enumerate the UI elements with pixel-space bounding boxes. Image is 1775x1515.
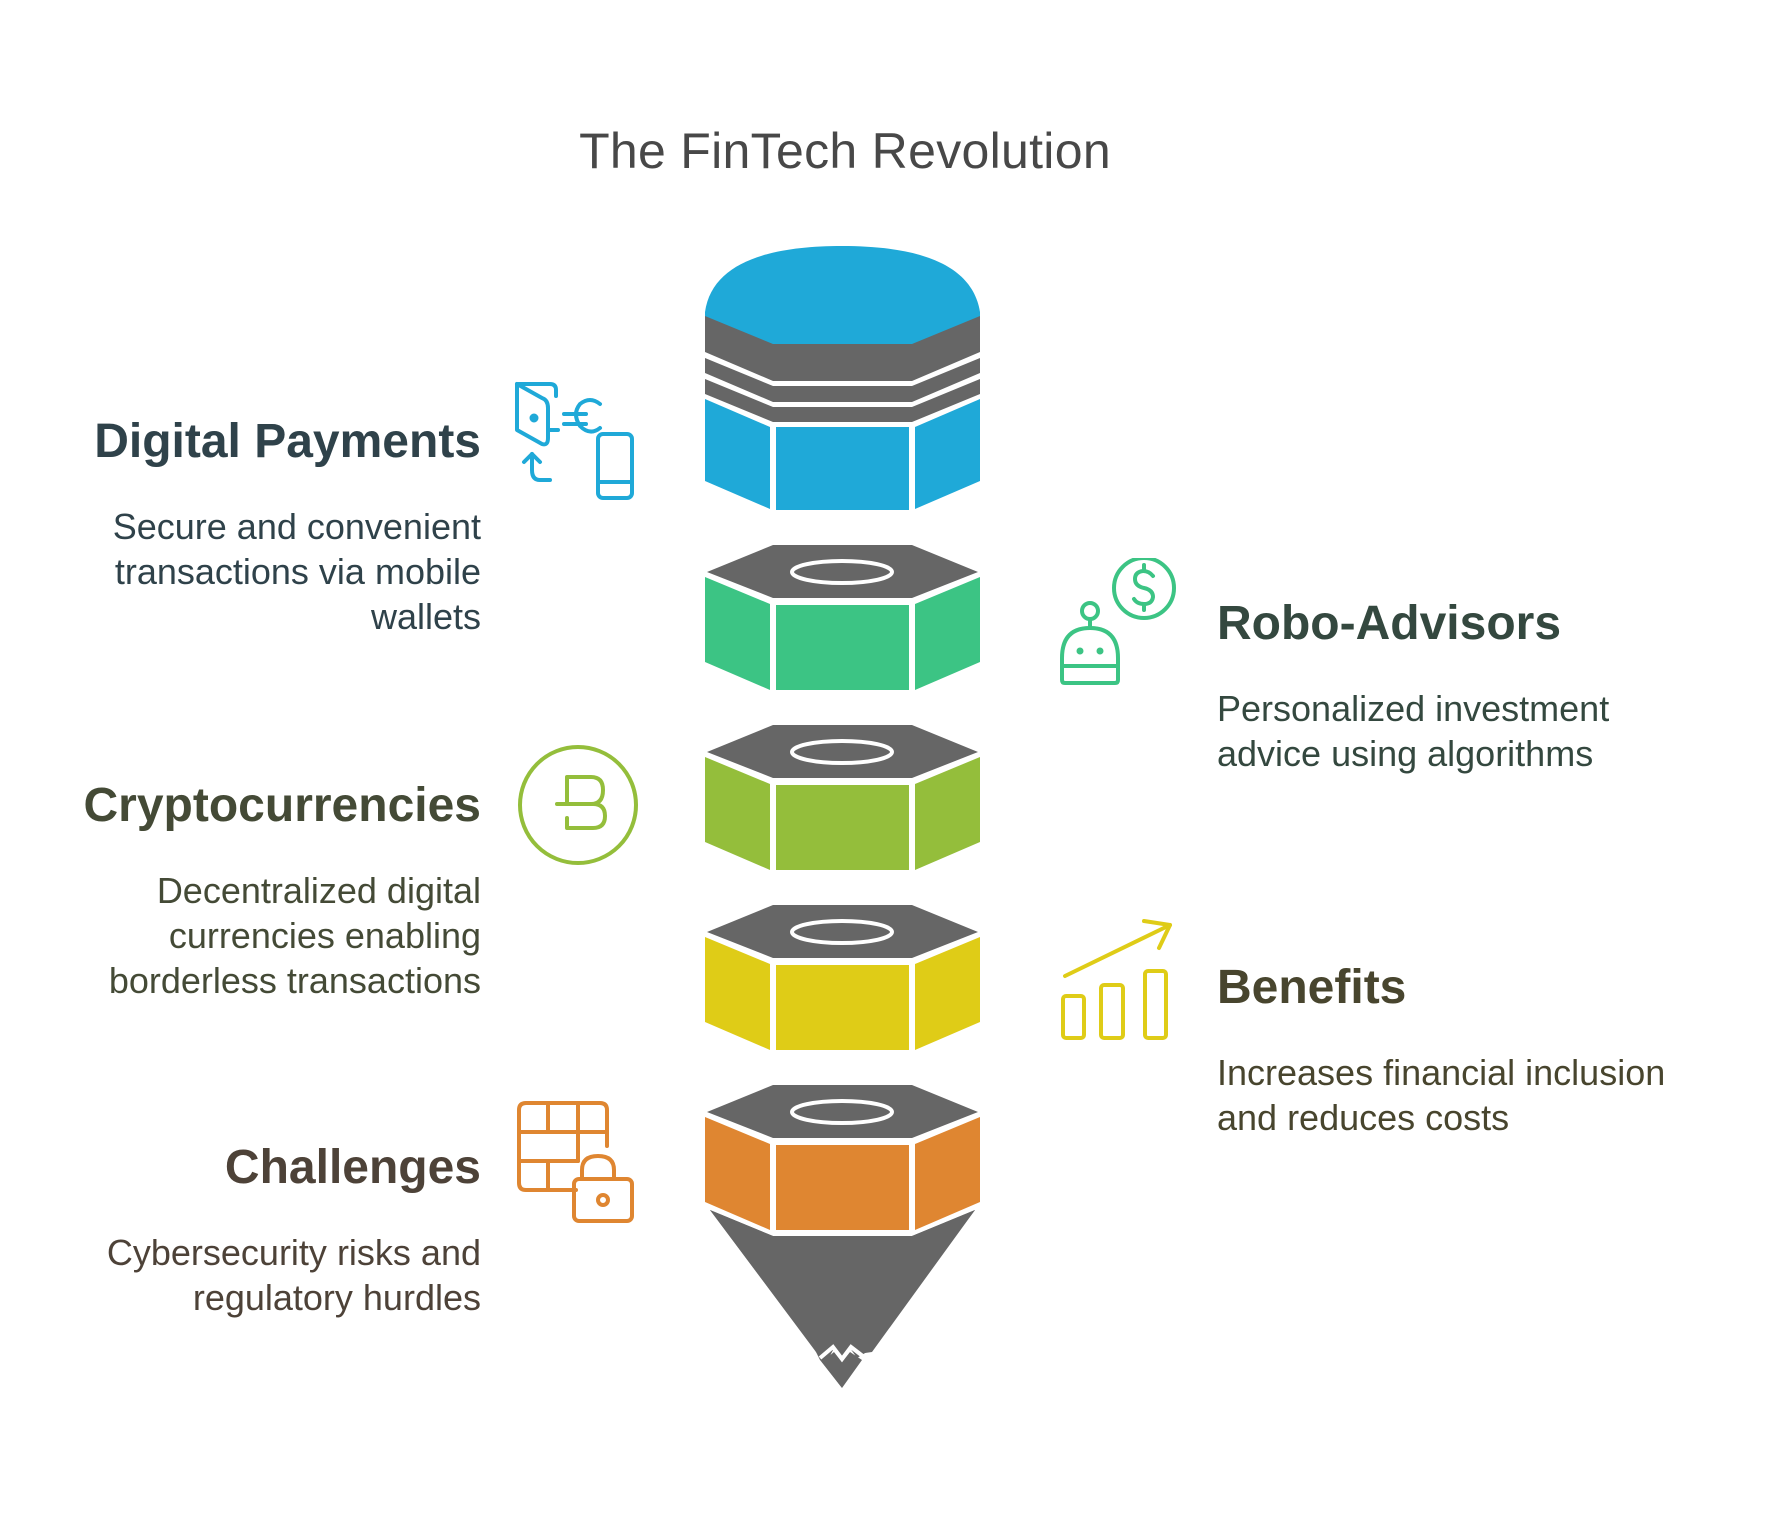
robot-dollar-icon: [1060, 558, 1176, 685]
item-cryptocurrencies: Cryptocurrencies Decentralized digital c…: [84, 778, 481, 1003]
pencil-segment-orange: [705, 1085, 980, 1230]
item-description: Cybersecurity risks and regulatory hurdl…: [106, 1232, 481, 1318]
item-challenges: Challenges Cybersecurity risks and regul…: [107, 1140, 481, 1320]
item-heading: Cryptocurrencies: [83, 779, 481, 832]
firewall-lock-icon: [517, 1101, 634, 1223]
pencil-segment-green: [705, 545, 980, 690]
item-heading: Robo-Advisors: [1217, 597, 1562, 650]
pencil-tip: [710, 1210, 975, 1388]
item-robo-advisors: Robo-Advisors Personalized investment ad…: [1217, 596, 1609, 776]
item-benefits: Benefits Increases financial inclusion a…: [1217, 960, 1665, 1140]
item-heading: Digital Payments: [94, 415, 481, 468]
item-digital-payments: Digital Payments Secure and convenient t…: [94, 414, 481, 639]
growth-bar-chart-icon: [1061, 919, 1172, 1040]
wallet-euro-phone-transfer-icon: [515, 382, 634, 500]
item-description: Increases financial inclusion and reduce…: [1217, 1052, 1666, 1138]
item-description: Decentralized digital currencies enablin…: [108, 870, 481, 1001]
pencil-eraser-segment: [705, 246, 980, 510]
item-description: Personalized investment advice using alg…: [1217, 688, 1610, 774]
item-heading: Challenges: [224, 1141, 481, 1194]
item-heading: Benefits: [1217, 961, 1407, 1014]
bitcoin-coin-icon: [518, 745, 638, 865]
item-description: Secure and convenient transactions via m…: [112, 506, 481, 637]
pencil-segment-yellow: [705, 905, 980, 1050]
pencil-segment-lime: [705, 725, 980, 870]
diagram-title: The FinTech Revolution: [579, 123, 1111, 179]
